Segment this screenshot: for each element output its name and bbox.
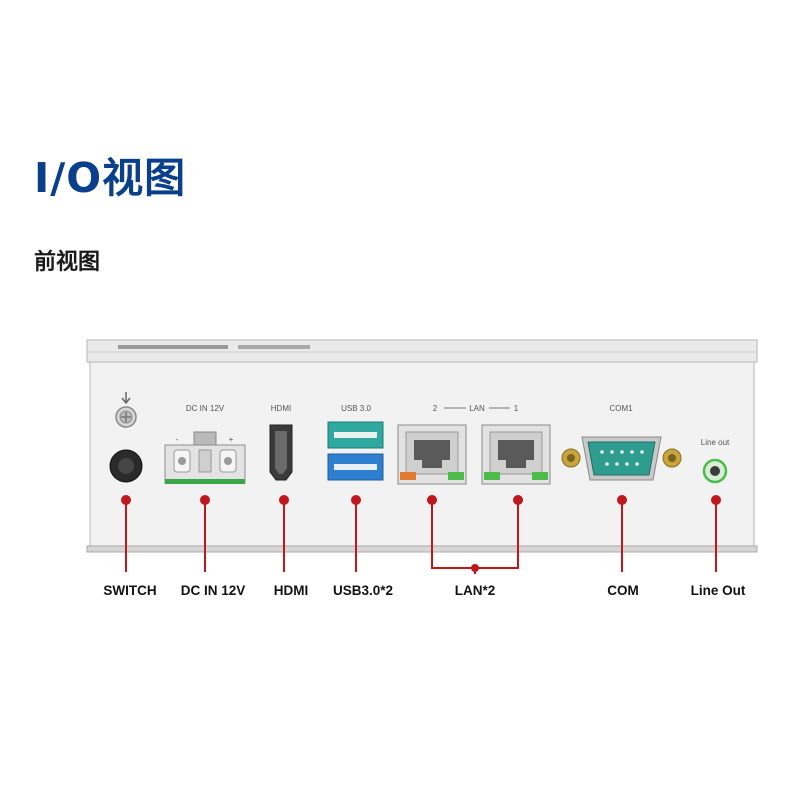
usb-ports: USB 3.0 bbox=[327, 404, 384, 481]
callout-hdmi: HDMI bbox=[274, 583, 309, 598]
lan-port-2 bbox=[397, 424, 467, 485]
callout-com: COM bbox=[607, 583, 639, 598]
dc-in-top-label: DC IN 12V bbox=[186, 404, 225, 413]
com-top-label: COM1 bbox=[609, 404, 633, 413]
callout-switch: SWITCH bbox=[103, 583, 156, 598]
page-title: I/O视图 bbox=[34, 154, 187, 202]
callout-lan: LAN*2 bbox=[455, 583, 496, 598]
hdmi-port: HDMI bbox=[269, 404, 293, 481]
callout-lines bbox=[121, 495, 721, 574]
usb-top-label: USB 3.0 bbox=[341, 404, 371, 413]
power-switch-icon[interactable] bbox=[109, 449, 143, 483]
page-subtitle: 前视图 bbox=[34, 250, 101, 275]
com-port: COM1 bbox=[561, 404, 682, 481]
callout-usb: USB3.0*2 bbox=[333, 583, 393, 598]
dc-in-connector: DC IN 12V - + bbox=[164, 404, 246, 484]
lan-2-top-label: 2 bbox=[433, 404, 438, 413]
line-out-jack: Line out bbox=[701, 438, 730, 484]
hdmi-top-label: HDMI bbox=[271, 404, 291, 413]
lan-port-1 bbox=[481, 424, 551, 485]
callout-dc-in: DC IN 12V bbox=[181, 583, 246, 598]
dc-minus-label: - bbox=[176, 435, 179, 444]
chassis-bottom-lip bbox=[86, 545, 758, 553]
lan-top-label: LAN bbox=[469, 404, 485, 413]
lan-1-top-label: 1 bbox=[514, 404, 519, 413]
callout-line-out: Line Out bbox=[691, 583, 746, 598]
ground-icon bbox=[115, 392, 137, 428]
dc-plus-label: + bbox=[229, 435, 234, 444]
line-out-top-label: Line out bbox=[701, 438, 730, 447]
chassis-top-strip bbox=[86, 339, 758, 363]
